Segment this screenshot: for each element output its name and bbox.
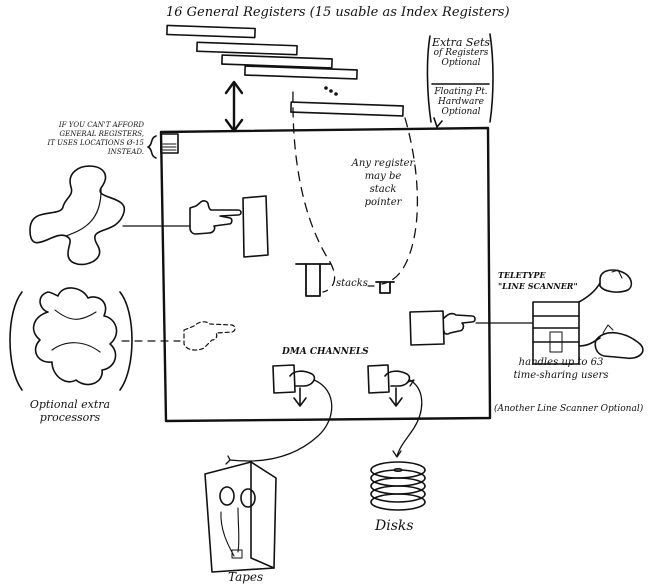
- pointing-hand-right-icon: [410, 311, 533, 345]
- registers-title: 16 General Registers (15 usable as Index…: [166, 6, 510, 20]
- stack-pointer-line-2: may be: [348, 170, 418, 183]
- no-registers-note-line-2: GENERAL REGISTERS,: [14, 130, 144, 139]
- users-note: handles up to 63 time-sharing users: [496, 356, 626, 382]
- tape-drive-icon: [205, 462, 276, 572]
- teletype-line-2: "LINE SCANNER": [498, 281, 578, 292]
- no-registers-note-line-1: IF YOU CAN'T AFFORD: [14, 121, 144, 130]
- no-registers-note-line-3: IT USES LOCATIONS Ø-15: [14, 139, 144, 148]
- register-bar-5: [291, 102, 403, 116]
- cpu-box: [161, 128, 490, 421]
- register-bar-3: [222, 55, 332, 68]
- stack-pointer-line-1: Any register: [348, 157, 418, 170]
- dma-channels: [273, 365, 409, 406]
- register-bar-4: [245, 66, 357, 79]
- tapes-label: Tapes: [228, 571, 263, 584]
- teletype-label: TELETYPE "LINE SCANNER": [498, 270, 578, 292]
- processor-solid: [30, 166, 190, 264]
- dma-connections: [226, 380, 422, 464]
- extra-sets-line-3: Optional: [431, 59, 491, 69]
- pointing-hand-dashed-icon: [184, 322, 235, 350]
- register-locations-square: [148, 134, 178, 158]
- processors-line-2: processors: [10, 411, 130, 424]
- processor-optional: [10, 288, 180, 390]
- processors-label: Optional extra processors: [10, 398, 130, 424]
- users-note-line-1: handles up to 63: [496, 356, 626, 369]
- processors-line-1: Optional extra: [10, 398, 130, 411]
- no-registers-note: IF YOU CAN'T AFFORD GENERAL REGISTERS, I…: [14, 121, 144, 157]
- stack-pointer-line-3: stack: [348, 183, 418, 196]
- stack-pointer-note: Any register may be stack pointer: [348, 157, 418, 209]
- dma-channels-label: DMA CHANNELS: [282, 348, 369, 358]
- floating-point-line-3: Optional: [432, 108, 490, 118]
- extra-sets-label: Extra Sets of Registers Optional: [431, 37, 491, 69]
- teletype-line-1: TELETYPE: [498, 270, 578, 281]
- register-transfer-arrow: [226, 82, 242, 131]
- stacks-label: stacks: [336, 278, 368, 289]
- no-registers-note-line-4: INSTEAD.: [14, 148, 144, 157]
- pointing-hand-icon: [190, 196, 268, 257]
- users-note-line-2: time-sharing users: [496, 369, 626, 382]
- floating-point-label: Floating Pt. Hardware Optional: [432, 88, 490, 118]
- register-bar-2: [197, 42, 297, 54]
- register-bars: [167, 25, 403, 115]
- stack-pointer-line-4: pointer: [348, 196, 418, 209]
- disks-label: Disks: [375, 519, 414, 534]
- extra-scanner-note: (Another Line Scanner Optional): [494, 405, 643, 415]
- disk-stack-icon: [371, 462, 425, 510]
- register-bar-1: [167, 25, 255, 37]
